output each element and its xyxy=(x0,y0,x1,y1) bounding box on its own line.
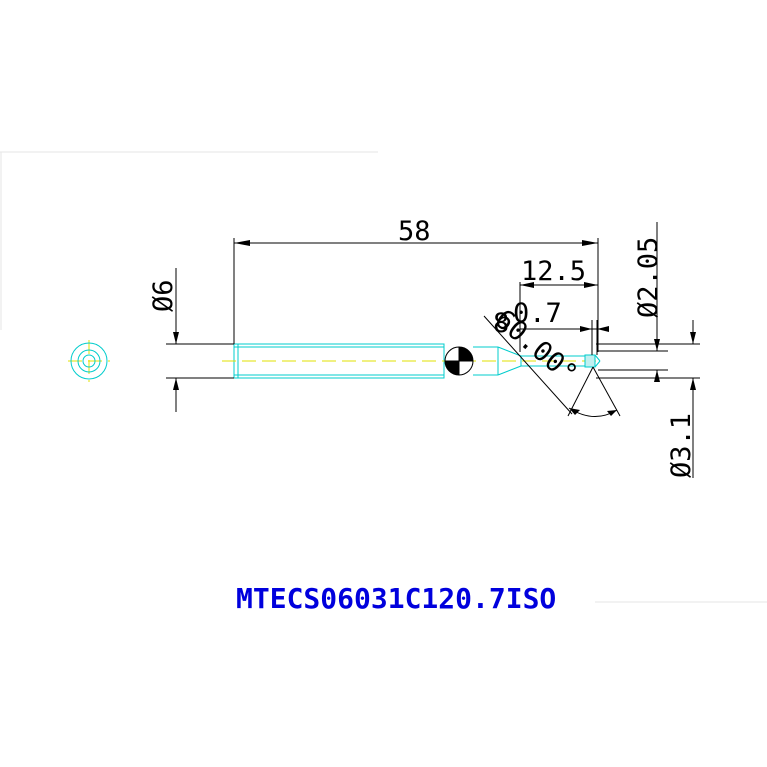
end-view xyxy=(68,340,110,382)
tip-head xyxy=(584,354,596,368)
dim-tip-length-label: 12.5 xyxy=(521,256,586,287)
part-number: MTECS06031C120.7ISO xyxy=(236,582,556,615)
dim-shank-diameter-label: Ø6 xyxy=(148,279,179,312)
dim-tip-diameter xyxy=(596,320,700,478)
dim-shank-diameter xyxy=(166,268,234,412)
dim-tip-length xyxy=(519,282,598,352)
dim-angle xyxy=(483,315,621,417)
dim-tip-diameter-label: Ø3.1 xyxy=(666,413,697,478)
dim-overall-length-label: 58 xyxy=(398,216,431,247)
dim-neck-diameter xyxy=(598,222,668,382)
dim-neck-diameter-label: Ø2.05 xyxy=(633,237,664,318)
tool-side-view xyxy=(222,343,601,379)
dim-small-length-label: 0.7 xyxy=(513,298,562,329)
dim-small-length xyxy=(520,320,609,355)
dim-overall-length xyxy=(233,238,599,352)
